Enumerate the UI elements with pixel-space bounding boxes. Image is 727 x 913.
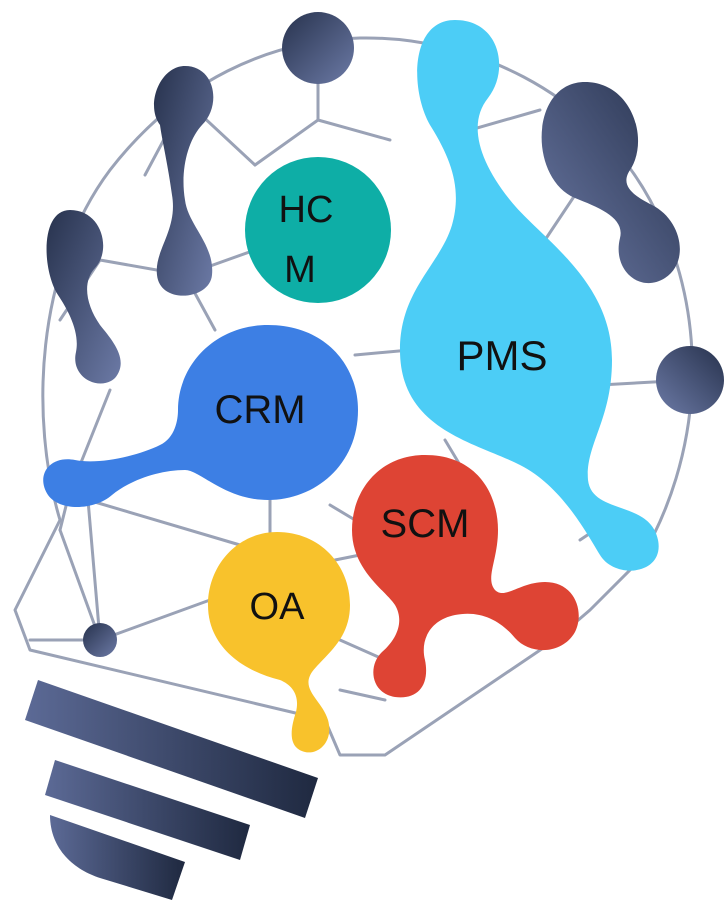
hcm-label-line2: M	[284, 249, 316, 291]
oa-label: OA	[250, 586, 306, 628]
crm-label: CRM	[214, 388, 305, 432]
dark-dumbbell-left-bottom	[46, 210, 121, 384]
scm-label: SCM	[381, 502, 470, 546]
dark-node-top	[282, 12, 354, 84]
hcm-label-line1: HC	[279, 189, 334, 231]
dark-dumbbell-left-top	[154, 66, 214, 296]
bulb-base-stripe-1	[25, 680, 318, 818]
dark-node-small	[83, 623, 117, 657]
pms-label: PMS	[456, 332, 547, 379]
bulb-base-stripe-2	[45, 760, 250, 860]
bulb-base	[25, 680, 318, 900]
bulb-base-cap	[50, 815, 185, 900]
pms-node	[400, 20, 659, 571]
crm-node	[43, 325, 358, 508]
dark-node-right	[656, 346, 724, 414]
oa-node	[208, 532, 350, 753]
hcm-node	[245, 157, 391, 303]
dark-dumbbell-right	[541, 82, 680, 284]
dark-nodes	[46, 12, 724, 657]
scm-node	[352, 455, 579, 698]
